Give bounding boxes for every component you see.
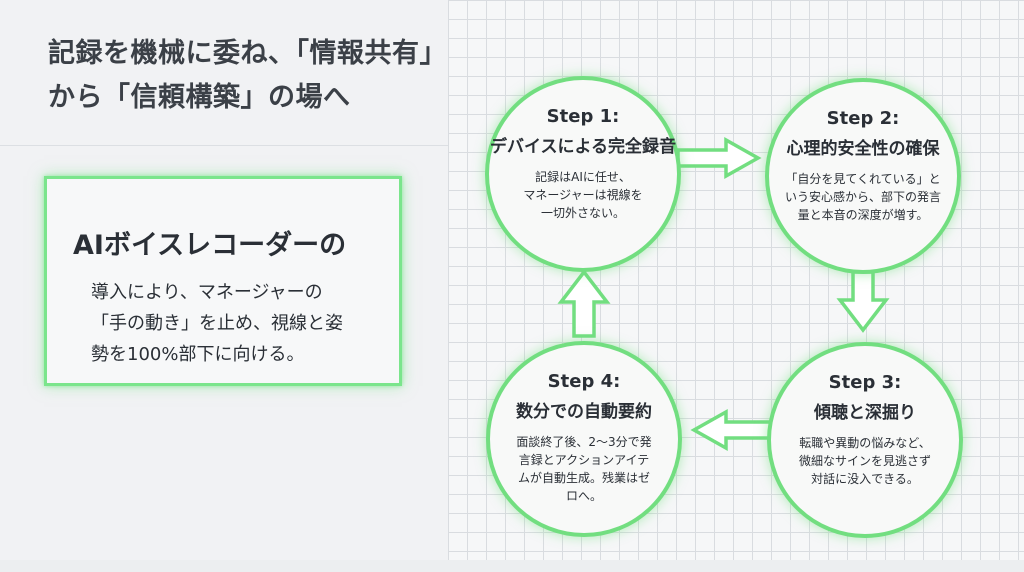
divider — [0, 145, 448, 146]
step-4-title: 数分での自動要約 — [516, 402, 652, 422]
step-3-label: Step 3: — [828, 372, 902, 393]
left-panel: 記録を機械に委ね、「情報共有」 から「信頼構築」の場へ AIボイスレコーダーの … — [0, 0, 448, 572]
step-1-title: デバイスによる完全録音 — [490, 137, 676, 157]
step-3-desc-line: 転職や異動の悩みなど、 — [799, 436, 931, 450]
step-2-description: 「自分を見てくれている」と いう安心感から、部下の発言 量と本音の深度が増す。 — [779, 170, 947, 224]
step-1-description: 記録はAIに任せ、 マネージャーは視線を 一切外さない。 — [499, 168, 667, 222]
summary-card-body: 導入により、マネージャーの 「手の動き」を止め、視線と姿 勢を100%部下に向け… — [91, 277, 391, 370]
arrow-left-icon — [690, 409, 776, 451]
step-1-label: Step 1: — [546, 106, 620, 127]
step-2-desc-line: いう安心感から、部下の発言 — [784, 190, 941, 204]
step-3-title: 傾聴と深掘り — [814, 403, 916, 423]
page-title: 記録を機械に委ね、「情報共有」 から「信頼構築」の場へ — [48, 32, 448, 120]
step-4-circle: Step 4: 数分での自動要約 面談終了後、2〜3分で発 言録とアクションアイ… — [486, 341, 682, 537]
step-2-circle: Step 2: 心理的安全性の確保 「自分を見てくれている」と いう安心感から、… — [765, 78, 961, 274]
step-2-desc-line: 量と本音の深度が増す。 — [797, 208, 929, 222]
step-1-desc-line: 一切外さない。 — [540, 206, 625, 220]
summary-line-2: 「手の動き」を止め、視線と姿 — [91, 313, 343, 334]
step-3-description: 転職や異動の悩みなど、 微細なサインを見逃さず 対話に没入できる。 — [781, 434, 949, 488]
step-3-circle: Step 3: 傾聴と深掘り 転職や異動の悩みなど、 微細なサインを見逃さず 対… — [767, 342, 963, 538]
step-2-desc-line: 「自分を見てくれている」と — [785, 172, 941, 186]
step-4-label: Step 4: — [547, 371, 621, 392]
bottom-strip — [0, 560, 1024, 572]
step-4-description: 面談終了後、2〜3分で発 言録とアクションアイテ ムが自動生成。残業はゼ ロへ。 — [500, 433, 668, 505]
step-2-title: 心理的安全性の確保 — [786, 139, 940, 159]
page-title-line-2: から「信頼構築」の場へ — [48, 82, 351, 113]
step-1-circle: Step 1: デバイスによる完全録音 記録はAIに任せ、 マネージャーは視線を… — [485, 76, 681, 272]
step-1-desc-line: 記録はAIに任せ、 — [535, 170, 631, 184]
page-title-line-1: 記録を機械に委ね、「情報共有」 — [48, 38, 447, 69]
arrow-right-icon — [676, 137, 762, 179]
step-1-desc-line: マネージャーは視線を — [523, 188, 643, 202]
arrow-up-icon — [557, 269, 611, 338]
arrow-down-icon — [836, 270, 890, 333]
step-4-desc-line: 言録とアクションアイテ — [518, 453, 650, 467]
step-4-desc-line: 面談終了後、2〜3分で発 — [516, 435, 652, 449]
summary-line-1: 導入により、マネージャーの — [91, 282, 323, 303]
summary-card-heading: AIボイスレコーダーの — [73, 230, 347, 261]
step-4-desc-line: ロへ。 — [565, 489, 602, 503]
step-2-label: Step 2: — [826, 108, 900, 129]
step-3-desc-line: 対話に没入できる。 — [811, 472, 919, 486]
step-4-desc-line: ムが自動生成。残業はゼ — [517, 471, 650, 485]
summary-line-3: 勢を100%部下に向ける。 — [91, 344, 305, 365]
step-3-desc-line: 微細なサインを見逃さず — [798, 454, 931, 468]
summary-card: AIボイスレコーダーの 導入により、マネージャーの 「手の動き」を止め、視線と姿… — [44, 176, 402, 386]
